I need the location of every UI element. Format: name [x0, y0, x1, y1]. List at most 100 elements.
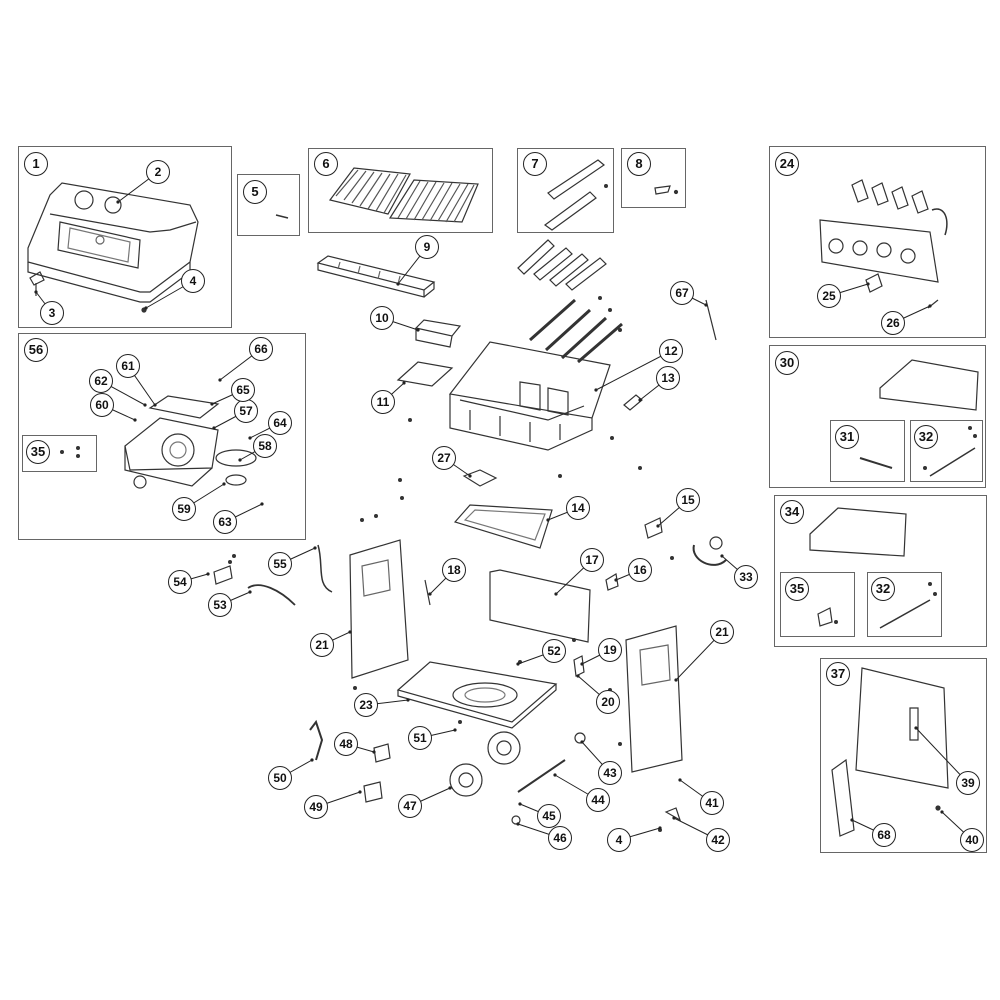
callout-arrowhead [34, 290, 38, 294]
callout-arrowhead [928, 304, 932, 308]
callout-number: 44 [586, 788, 610, 812]
group-box-35b [780, 572, 855, 637]
group-box-34 [774, 495, 987, 647]
callout-arrowhead [720, 554, 724, 558]
callout-number: 19 [598, 638, 622, 662]
callout-arrowhead [144, 306, 148, 310]
callout-number: 20 [596, 690, 620, 714]
callout-number: 2 [146, 160, 170, 184]
callout-arrowhead [656, 524, 660, 528]
callout-arrowhead [553, 773, 557, 777]
callout-arrowhead [638, 398, 642, 402]
group-label-37: 37 [826, 662, 850, 686]
grates-drawing [328, 167, 479, 223]
callout-arrowhead [546, 518, 550, 522]
callout-number: 39 [956, 771, 980, 795]
callout-arrowhead [704, 303, 708, 307]
callout-leader [595, 350, 672, 391]
firebox-drawing [448, 341, 611, 451]
group-label-24: 24 [775, 152, 799, 176]
callout-arrowhead [554, 592, 558, 596]
control-panel-drawing [819, 179, 948, 309]
callout-number: 64 [268, 411, 292, 435]
callout-number: 52 [542, 639, 566, 663]
callout-arrowhead [428, 592, 432, 596]
callout-number: 42 [706, 828, 730, 852]
group-box-31 [830, 420, 905, 482]
group-label-35a: 35 [26, 440, 50, 464]
group-box-5 [237, 174, 300, 236]
callout-number: 10 [370, 306, 394, 330]
group-box-1 [18, 146, 232, 328]
group-label-5: 5 [243, 180, 267, 204]
callout-number: 16 [628, 558, 652, 582]
group-box-6 [308, 148, 493, 233]
group-box-32b [867, 572, 942, 637]
callout-arrowhead [580, 662, 584, 666]
group-label-32a: 32 [914, 425, 938, 449]
callout-number: 57 [234, 399, 258, 423]
group-label-35b: 35 [785, 577, 809, 601]
callout-arrowhead [406, 698, 410, 702]
callout-number: 66 [249, 337, 273, 361]
callout-arrowhead [866, 282, 870, 286]
callout-number: 4 [607, 828, 631, 852]
group-label-7: 7 [523, 152, 547, 176]
callout-arrowhead [516, 822, 520, 826]
callout-number: 4 [181, 269, 205, 293]
callout-arrowhead [248, 590, 252, 594]
callout-number: 61 [116, 354, 140, 378]
callout-arrowhead [238, 458, 242, 462]
callout-number: 40 [960, 828, 984, 852]
callout-arrowhead [348, 630, 352, 634]
group-label-8: 8 [627, 152, 651, 176]
callout-arrowhead [468, 474, 472, 478]
callout-number: 26 [881, 311, 905, 335]
callout-number: 27 [432, 446, 456, 470]
group-label-32b: 32 [871, 577, 895, 601]
callout-number: 13 [656, 366, 680, 390]
callout-arrowhead [516, 662, 520, 666]
callout-arrowhead [614, 578, 618, 582]
callout-arrowhead [402, 381, 406, 385]
callout-number: 50 [268, 766, 292, 790]
callout-number: 48 [334, 732, 358, 756]
callout-arrowhead [206, 572, 210, 576]
callout-number: 25 [817, 284, 841, 308]
group-label-31: 31 [835, 425, 859, 449]
group-box-56 [18, 333, 306, 540]
side-burner-drawing [124, 395, 257, 489]
group-box-37 [820, 658, 987, 853]
callout-number: 9 [415, 235, 439, 259]
group-label-56: 56 [24, 338, 48, 362]
callout-arrowhead [212, 426, 216, 430]
callout-number: 15 [676, 488, 700, 512]
callout-number: 45 [537, 804, 561, 828]
callout-arrowhead [210, 402, 214, 406]
callout-number: 18 [442, 558, 466, 582]
group-box-24 [769, 146, 986, 338]
callout-arrowhead [222, 482, 226, 486]
group-box-30 [769, 345, 986, 488]
callout-arrowhead [576, 674, 580, 678]
callout-number: 60 [90, 393, 114, 417]
callout-arrowhead [448, 786, 452, 790]
callout-number: 17 [580, 548, 604, 572]
callout-number: 55 [268, 552, 292, 576]
callout-number: 33 [734, 565, 758, 589]
callout-arrowhead [580, 740, 584, 744]
callout-number: 14 [566, 496, 590, 520]
callout-number: 58 [253, 434, 277, 458]
callout-number: 63 [213, 510, 237, 534]
callout-number: 21 [310, 633, 334, 657]
callout-arrowhead [358, 790, 362, 794]
callout-arrowhead [453, 728, 457, 732]
group-box-32a [910, 420, 983, 482]
callout-arrowhead [372, 750, 376, 754]
callout-arrowhead [678, 778, 682, 782]
callout-number: 21 [710, 620, 734, 644]
group-label-34: 34 [780, 500, 804, 524]
